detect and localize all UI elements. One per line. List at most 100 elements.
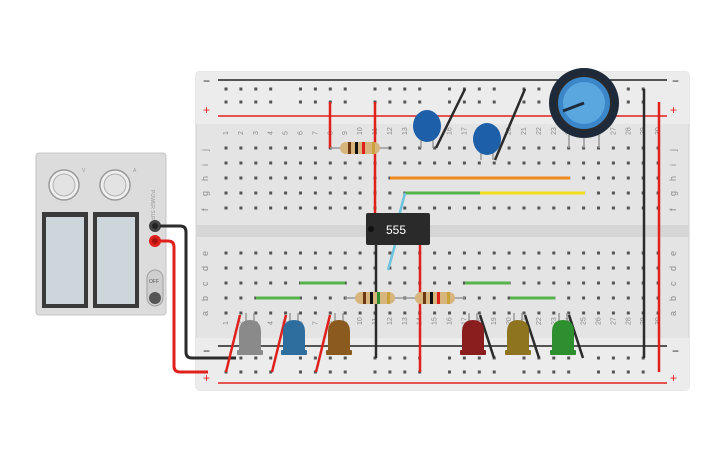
row-letter: h: [668, 176, 678, 181]
column-number: 3: [253, 131, 260, 135]
row-letter: c: [668, 281, 678, 286]
column-number: 13: [402, 127, 409, 135]
resistor[interactable]: [405, 292, 465, 304]
column-number: 18: [476, 317, 483, 325]
led-row: [237, 313, 576, 355]
led[interactable]: [505, 313, 531, 355]
row-letter: c: [200, 281, 210, 286]
column-number: 19: [491, 317, 498, 325]
breadboard-holes: [224, 87, 660, 374]
column-number: 22: [536, 127, 543, 135]
rail-plus-label: +: [203, 103, 210, 117]
row-letter: j: [200, 149, 210, 152]
column-number: 25: [581, 317, 588, 325]
black-wire: [434, 88, 467, 149]
row-letter: f: [200, 208, 210, 211]
column-number: 10: [357, 317, 364, 325]
ic-555[interactable]: 555: [366, 213, 430, 245]
center-channel: [196, 225, 689, 237]
red-wire: [224, 314, 242, 373]
row-letter: d: [200, 266, 210, 271]
power-supply-side-label: POWER SUPPLY: [149, 190, 155, 230]
column-number: 17: [461, 127, 468, 135]
column-number: 4: [268, 321, 275, 325]
red-wire: [270, 314, 288, 373]
capacitor[interactable]: [473, 123, 501, 160]
column-number: 15: [432, 317, 439, 325]
power-switch-label: OFF: [149, 279, 159, 285]
row-letter: f: [668, 208, 678, 211]
column-number: 20: [506, 317, 513, 325]
column-number: 24: [566, 317, 573, 325]
column-number: 17: [461, 317, 468, 325]
row-letter: h: [200, 176, 210, 181]
column-number: 13: [402, 317, 409, 325]
column-number: 22: [536, 317, 543, 325]
power-supply: V A POWER SUPPLY OFF: [35, 152, 167, 316]
column-number: 4: [268, 131, 275, 135]
column-number: 23: [551, 317, 558, 325]
row-letter: a: [200, 311, 210, 316]
column-number: 20: [506, 127, 513, 135]
column-number: 1: [223, 321, 230, 325]
ic-label: 555: [386, 223, 406, 237]
black-wire: [493, 88, 527, 161]
led[interactable]: [460, 313, 486, 355]
rail-plus-label: +: [670, 371, 677, 385]
column-number: 5: [283, 131, 290, 135]
column-number: 21: [521, 317, 528, 325]
column-number: 12: [387, 317, 394, 325]
column-number: 27: [610, 317, 617, 325]
column-number: 2: [238, 321, 245, 325]
row-letter: e: [668, 251, 678, 256]
led[interactable]: [237, 313, 263, 355]
row-letter: i: [668, 164, 678, 166]
column-number: 7: [312, 131, 319, 135]
potentiometer[interactable]: [549, 68, 619, 148]
column-number: 10: [357, 127, 364, 135]
column-number: 26: [596, 317, 603, 325]
black-wire: [478, 314, 496, 359]
resistor[interactable]: [345, 292, 405, 304]
row-letters: j j i i h h g g f f e e d d c c b b a a: [200, 149, 678, 316]
black-wire: [523, 314, 541, 359]
row-letter: b: [668, 296, 678, 301]
voltage-knob-label: V: [82, 168, 86, 174]
row-letter: d: [668, 266, 678, 271]
black-wire: [567, 314, 585, 359]
rail-plus-label: +: [203, 371, 210, 385]
red-wire: [314, 314, 332, 373]
column-number: 23: [551, 127, 558, 135]
supply-black-wire: [160, 224, 236, 360]
column-number: 16: [447, 317, 454, 325]
row-letter: g: [668, 191, 678, 196]
rail-minus-label: −: [203, 344, 210, 358]
column-number: 28: [625, 317, 632, 325]
row-letter: a: [668, 311, 678, 316]
led[interactable]: [550, 313, 576, 355]
rail-minus-label: −: [672, 344, 679, 358]
row-letter: j: [668, 149, 678, 152]
row-letter: b: [200, 296, 210, 301]
rail-minus-label: −: [203, 74, 210, 88]
column-number: 21: [521, 127, 528, 135]
supply-red-wire: [160, 239, 208, 374]
resistor[interactable]: [330, 142, 388, 154]
led[interactable]: [281, 313, 307, 355]
row-letter: i: [200, 164, 210, 166]
column-number: 2: [238, 131, 245, 135]
column-number: 12: [387, 127, 394, 135]
rail-plus-label: +: [670, 103, 677, 117]
led[interactable]: [326, 313, 352, 355]
current-knob-label: A: [133, 168, 137, 174]
row-letter: g: [200, 191, 210, 196]
column-number: 7: [312, 321, 319, 325]
rail-minus-label: −: [672, 74, 679, 88]
column-number: 27: [610, 127, 617, 135]
capacitor[interactable]: [413, 110, 441, 148]
column-number: 16: [447, 127, 454, 135]
column-number: 6: [298, 131, 305, 135]
row-letter: e: [200, 251, 210, 256]
column-number: 28: [625, 127, 632, 135]
